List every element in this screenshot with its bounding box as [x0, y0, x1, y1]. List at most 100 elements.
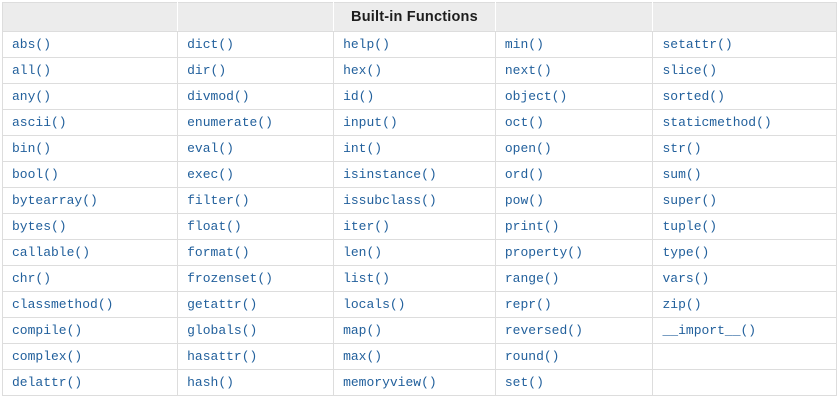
function-link[interactable]: property() — [504, 245, 583, 260]
table-cell: zip() — [652, 291, 837, 318]
function-link[interactable]: bool() — [12, 167, 59, 182]
function-link[interactable]: hasattr() — [187, 349, 258, 364]
function-link[interactable]: compile() — [12, 323, 83, 338]
function-link[interactable]: dir() — [187, 63, 227, 78]
table-row: bytes() float() iter() print() tuple() — [1, 213, 837, 240]
function-link[interactable]: frozenset() — [187, 271, 273, 286]
function-link[interactable]: list() — [343, 271, 390, 286]
table-cell: next() — [494, 57, 654, 84]
function-link[interactable]: object() — [504, 89, 568, 104]
function-link[interactable]: super() — [662, 193, 718, 208]
table-cell: any() — [1, 83, 179, 110]
function-link[interactable]: isinstance() — [343, 167, 437, 182]
function-link[interactable]: min() — [504, 37, 544, 52]
table-cell: pow() — [494, 187, 654, 214]
table-cell: input() — [333, 109, 496, 136]
function-link[interactable]: repr() — [504, 297, 552, 312]
table-body: abs() dict() help() min() setattr() all() dir(… — [1, 31, 837, 396]
table-cell: callable() — [1, 239, 179, 266]
function-link[interactable]: iter() — [343, 219, 390, 234]
table-title: Built-in Functions — [333, 2, 496, 32]
table-cell: isinstance() — [333, 161, 496, 188]
function-link[interactable]: max() — [343, 349, 383, 364]
function-link[interactable]: id() — [343, 89, 375, 104]
function-link[interactable]: reversed() — [504, 323, 583, 338]
function-link[interactable]: delattr() — [12, 375, 83, 390]
function-link[interactable]: round() — [504, 349, 560, 364]
function-link[interactable]: format() — [187, 245, 250, 260]
table-cell: eval() — [177, 135, 335, 162]
function-link[interactable]: bin() — [12, 141, 52, 156]
function-link[interactable]: filter() — [187, 193, 250, 208]
function-link[interactable]: bytes() — [12, 219, 67, 234]
table-cell: ord() — [494, 161, 654, 188]
function-link[interactable]: classmethod() — [12, 297, 114, 312]
function-link[interactable]: exec() — [187, 167, 234, 182]
function-link[interactable]: ord() — [504, 167, 544, 182]
table-row: all() dir() hex() next() slice() — [1, 57, 837, 84]
table-cell: vars() — [652, 265, 837, 292]
function-link[interactable]: eval() — [187, 141, 234, 156]
function-link[interactable]: str() — [662, 141, 702, 156]
function-link[interactable]: tuple() — [662, 219, 718, 234]
function-link[interactable]: float() — [187, 219, 242, 234]
function-link[interactable]: divmod() — [187, 89, 250, 104]
function-link[interactable]: any() — [12, 89, 52, 104]
table-header-row: Built-in Functions — [1, 2, 837, 32]
table-cell: bool() — [1, 161, 179, 188]
function-link[interactable]: locals() — [343, 297, 406, 312]
function-link[interactable]: getattr() — [187, 297, 258, 312]
function-link[interactable]: globals() — [187, 323, 258, 338]
function-link[interactable]: int() — [343, 141, 383, 156]
function-link[interactable]: print() — [504, 219, 560, 234]
function-link[interactable]: len() — [343, 245, 383, 260]
function-link[interactable]: issubclass() — [343, 193, 437, 208]
function-link[interactable]: all() — [12, 63, 52, 78]
function-link[interactable]: map() — [343, 323, 383, 338]
function-link[interactable]: memoryview() — [343, 375, 437, 390]
header-cell-empty — [1, 2, 179, 32]
table-cell: float() — [177, 213, 335, 240]
function-link[interactable]: range() — [504, 271, 560, 286]
table-cell: reversed() — [494, 317, 654, 344]
function-link[interactable]: chr() — [12, 271, 52, 286]
function-link[interactable]: oct() — [504, 115, 544, 130]
table-cell: enumerate() — [177, 109, 335, 136]
table-row: delattr() hash() memoryview() set() — [1, 369, 837, 396]
function-link[interactable]: enumerate() — [187, 115, 273, 130]
function-link[interactable]: dict() — [187, 37, 234, 52]
table-cell: hasattr() — [177, 343, 335, 370]
function-link[interactable]: staticmethod() — [662, 115, 772, 130]
table-cell: super() — [652, 187, 837, 214]
function-link[interactable]: hash() — [187, 375, 234, 390]
function-link[interactable]: __import__() — [662, 323, 757, 338]
function-link[interactable]: slice() — [662, 63, 718, 78]
function-link[interactable]: zip() — [662, 297, 702, 312]
function-link[interactable]: open() — [504, 141, 552, 156]
function-link[interactable]: vars() — [662, 271, 710, 286]
function-link[interactable]: setattr() — [662, 37, 733, 52]
function-link[interactable]: abs() — [12, 37, 52, 52]
table-cell: dict() — [177, 31, 335, 58]
function-link[interactable]: sorted() — [662, 89, 725, 104]
table-cell: set() — [494, 369, 654, 396]
function-link[interactable]: pow() — [504, 193, 544, 208]
function-link[interactable]: callable() — [12, 245, 91, 260]
function-link[interactable]: next() — [504, 63, 552, 78]
function-link[interactable]: complex() — [12, 349, 83, 364]
table-cell: object() — [494, 83, 654, 110]
table-row: compile() globals() map() reversed() __impor… — [1, 317, 837, 344]
function-link[interactable]: input() — [343, 115, 398, 130]
function-link[interactable]: help() — [343, 37, 390, 52]
table-cell: round() — [494, 343, 654, 370]
function-link[interactable]: type() — [662, 245, 710, 260]
function-link[interactable]: bytearray() — [12, 193, 98, 208]
function-link[interactable]: sum() — [662, 167, 702, 182]
function-link[interactable]: ascii() — [12, 115, 67, 130]
table-cell: compile() — [1, 317, 179, 344]
function-link[interactable]: set() — [504, 375, 544, 390]
table-cell: bytearray() — [1, 187, 179, 214]
table-cell: issubclass() — [333, 187, 496, 214]
table-cell: filter() — [177, 187, 335, 214]
function-link[interactable]: hex() — [343, 63, 383, 78]
